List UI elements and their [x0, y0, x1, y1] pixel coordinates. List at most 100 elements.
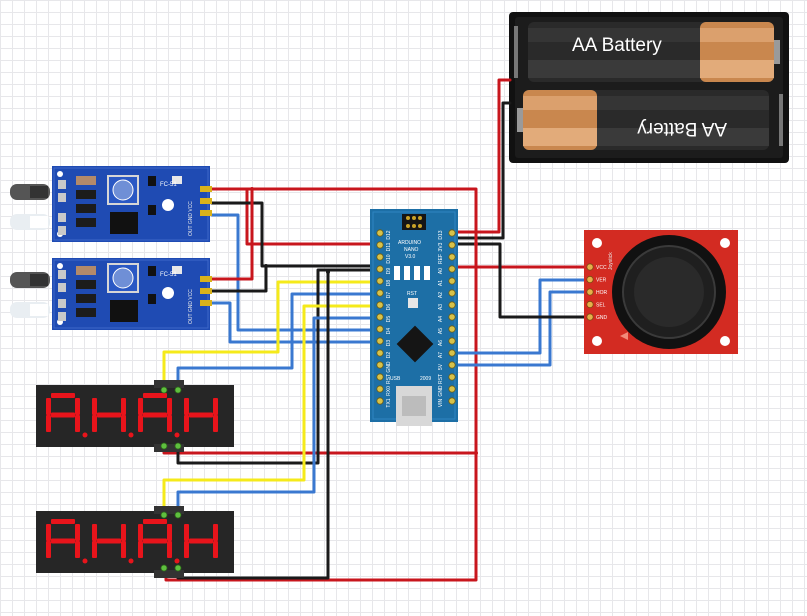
display-header-pin[interactable]	[160, 442, 168, 450]
disp1-vcc-wire[interactable]	[162, 444, 478, 455]
disp2-dio-wire[interactable]	[176, 316, 382, 517]
nano-usb-label: USB	[390, 376, 401, 382]
nano-left-pin-d2[interactable]	[376, 349, 384, 357]
nano-left-pin-d12[interactable]	[376, 229, 384, 237]
nano-right-pin-a7[interactable]	[448, 349, 456, 357]
ir1-out-wire[interactable]	[210, 213, 382, 332]
disp1-dio-wire[interactable]	[176, 292, 382, 392]
nano-right-pin-a3[interactable]	[448, 301, 456, 309]
nano-right-pin-rst[interactable]	[448, 373, 456, 381]
battery-wire-black[interactable]	[456, 101, 512, 240]
joystick-pin-label: GND	[596, 315, 608, 321]
nano-left-pin-label: D4	[386, 328, 392, 335]
segment	[92, 398, 97, 415]
nano-left-pin-gnd[interactable]	[376, 361, 384, 369]
reset-button[interactable]	[408, 298, 418, 308]
segment	[138, 524, 143, 541]
nano-right-pin-5v[interactable]	[448, 361, 456, 369]
nano-right-pin-label: 5V	[438, 363, 444, 370]
ir2-gnd-wire[interactable]	[210, 264, 268, 293]
nano-left-pin-d6[interactable]	[376, 301, 384, 309]
arduino-nano[interactable]: ARDUINO NANO V3.0 RST USB 2009 D12D11D10…	[370, 209, 458, 426]
nano-right-pin-label: GND	[438, 385, 444, 397]
joystick-pin-hor[interactable]	[586, 288, 594, 296]
display-header-pin[interactable]	[160, 564, 168, 572]
display-header-pin[interactable]	[174, 564, 182, 572]
display-header-pin[interactable]	[174, 511, 182, 519]
ir1-gnd-wire[interactable]	[210, 201, 380, 268]
segment	[138, 415, 143, 432]
nano-right-pin-a4[interactable]	[448, 313, 456, 321]
nano-left-pin-tx1[interactable]	[376, 397, 384, 405]
nano-left-pin-d10[interactable]	[376, 253, 384, 261]
display-header-pin[interactable]	[174, 442, 182, 450]
seven-segment-display-1[interactable]	[36, 380, 234, 452]
disp1-gnd-wire[interactable]	[176, 268, 382, 465]
nano-left-pin-d7[interactable]	[376, 289, 384, 297]
seven-segment-display-2[interactable]	[36, 506, 234, 578]
ir-sensor-module-2[interactable]: FC-51 OUT GND VCC	[10, 258, 212, 330]
nano-right-pin-vin[interactable]	[448, 397, 456, 405]
nano-left-pin-d8[interactable]	[376, 277, 384, 285]
joystick-pin-vcc[interactable]	[586, 263, 594, 271]
nano-right-pin-a1[interactable]	[448, 277, 456, 285]
segment	[121, 398, 126, 415]
segment	[167, 524, 172, 541]
battery-holder[interactable]: AA Battery AA Battery	[509, 12, 789, 163]
segment	[138, 541, 143, 558]
joystick-pin-label: SEL	[596, 303, 606, 309]
nano-left-pin-rx0[interactable]	[376, 385, 384, 393]
nano-left-pin-label: D11	[386, 242, 392, 251]
nano-left-pin-d11[interactable]	[376, 241, 384, 249]
nano-right-pin-label: A0	[438, 268, 444, 274]
segment	[184, 415, 189, 432]
nano-right-pin-a6[interactable]	[448, 337, 456, 345]
segment	[167, 541, 172, 558]
display-header-pin[interactable]	[160, 386, 168, 394]
joystick-title: Joystick	[608, 252, 614, 270]
nano-right-pin-a2[interactable]	[448, 289, 456, 297]
segment	[143, 519, 167, 524]
segment	[121, 541, 126, 558]
nano-right-pin-ref[interactable]	[448, 253, 456, 261]
nano-right-pin-a5[interactable]	[448, 325, 456, 333]
nano-left-pin-d5[interactable]	[376, 313, 384, 321]
joystick-pin-gnd[interactable]	[586, 313, 594, 321]
joystick-pin-sel[interactable]	[586, 300, 594, 309]
segment	[92, 524, 97, 541]
display-header-pin[interactable]	[174, 386, 182, 394]
nano-right-pin-label: A1	[438, 280, 444, 286]
ir2-pin-labels: OUT GND VCC	[188, 289, 194, 324]
nano-right-pin-a0[interactable]	[448, 265, 456, 273]
nano-left-pin-label: GND	[386, 361, 392, 373]
nano-left-pin-d3[interactable]	[376, 337, 384, 345]
decimal-point	[82, 432, 88, 438]
ir2-vcc-wire[interactable]	[210, 187, 254, 281]
nano-right-pin-gnd[interactable]	[448, 385, 456, 393]
joystick-pin-label: HOR	[596, 290, 608, 296]
disp1-clk-wire[interactable]	[162, 280, 382, 392]
segment	[92, 541, 97, 558]
ir-sensor-module-1[interactable]: FC-51 OUT GND VCC	[10, 166, 212, 242]
nano-left-pin-rst[interactable]	[376, 373, 384, 381]
nano-left-pin-d9[interactable]	[376, 265, 384, 273]
nano-brand: ARDUINO	[398, 240, 421, 246]
nano-left-pin-label: RX0	[386, 386, 392, 396]
nano-left-pin-d4[interactable]	[376, 325, 384, 333]
nano-right-pin-3v3[interactable]	[448, 241, 456, 249]
joy-hor-wire[interactable]	[454, 290, 592, 367]
joy-gnd-wire[interactable]	[456, 242, 592, 319]
nano-right-pin-d13[interactable]	[448, 229, 456, 237]
nano-left-pin-label: D10	[386, 254, 392, 263]
nano-right-pin-label: A4	[438, 316, 444, 322]
segment	[51, 538, 75, 544]
segment	[75, 415, 80, 432]
display-header-pin[interactable]	[160, 511, 168, 519]
nano-left-pin-label: D6	[386, 304, 392, 311]
wire-junctions	[250, 187, 478, 455]
joystick-pin-ver[interactable]	[586, 275, 594, 284]
